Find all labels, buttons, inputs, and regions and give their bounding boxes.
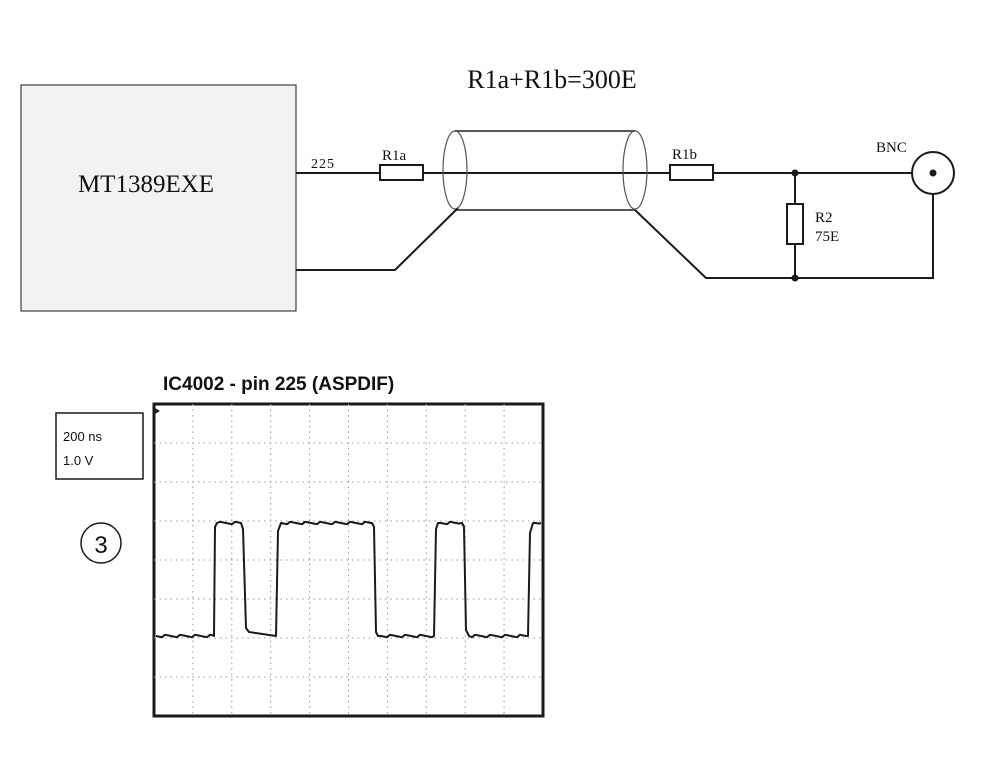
resistor-r1a xyxy=(379,164,424,181)
r1a-label: R1a xyxy=(382,148,407,164)
scope-grid xyxy=(154,404,543,716)
r1b-label: R1b xyxy=(672,147,697,163)
chip-box xyxy=(20,84,297,312)
pin-label: 225 xyxy=(311,157,335,172)
resistor-r1b xyxy=(669,164,714,181)
scope-settings-box xyxy=(55,412,144,480)
ground-wire-right xyxy=(634,190,934,279)
bnc-center-pin xyxy=(929,169,937,177)
scope-volts: 1.0 V xyxy=(63,453,94,468)
bnc-label: BNC xyxy=(876,140,907,156)
scope-title: IC4002 - pin 225 (ASPDIF) xyxy=(163,374,394,395)
chip-label: MT1389EXE xyxy=(78,171,214,198)
scope-section: IC4002 - pin 225 (ASPDIF) 200 ns 1.0 V 3 xyxy=(55,374,545,718)
scope-timebase: 200 ns xyxy=(63,429,103,444)
coax-cable xyxy=(442,130,648,211)
schematic: MT1389EXE R1a+R1b=300E 225 R1a R1b R2 75… xyxy=(20,65,955,312)
r2-value: 75E xyxy=(815,229,839,245)
scope-trace xyxy=(155,520,542,639)
marker-circle xyxy=(80,522,122,564)
r2-label: R2 xyxy=(815,210,833,226)
resistor-r2 xyxy=(786,203,804,245)
trigger-marker xyxy=(155,408,160,414)
schematic-title: R1a+R1b=300E xyxy=(467,65,636,94)
marker-number: 3 xyxy=(94,532,107,559)
ground-wire xyxy=(296,207,459,271)
